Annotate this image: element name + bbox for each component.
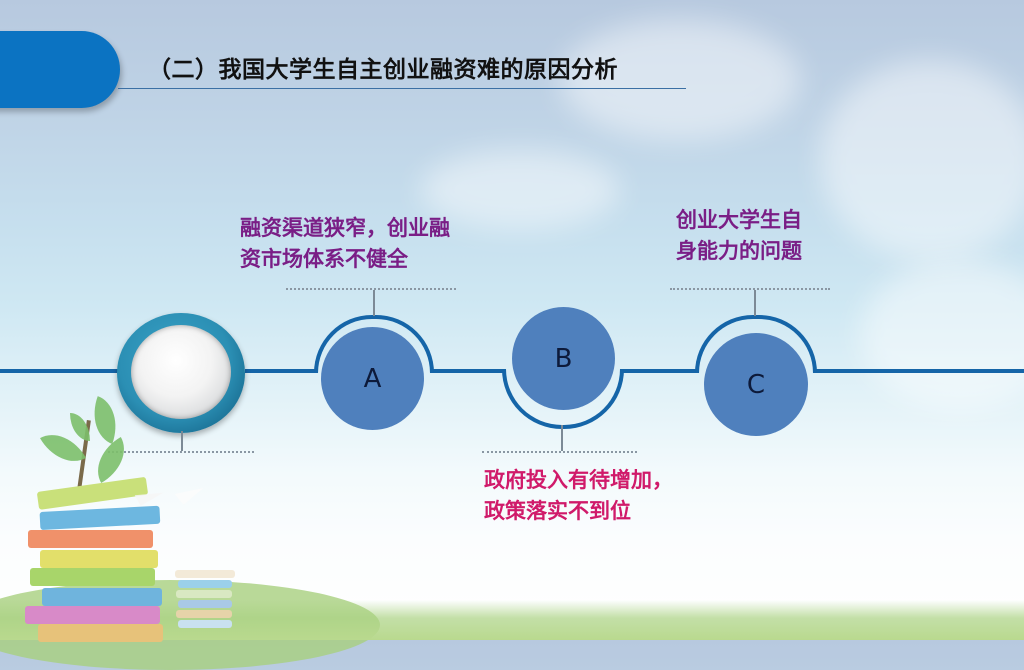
label-c-line1: 创业大学生自 <box>676 208 802 232</box>
timeline-line <box>430 369 504 373</box>
grass-decoration <box>0 600 1024 640</box>
label-c: 创业大学生自 身能力的问题 <box>676 205 802 267</box>
title-underline <box>118 88 686 89</box>
node-a-label: A <box>363 363 382 394</box>
timeline-line <box>245 369 316 373</box>
pearl-button-icon <box>117 313 245 433</box>
connector-pearl <box>181 431 183 451</box>
dotted-rule-a <box>286 288 456 290</box>
label-b-line2: 政策落实不到位 <box>484 499 631 523</box>
paper-plane-icon <box>174 477 204 505</box>
cloud-decoration <box>560 20 800 140</box>
dotted-rule-pearl <box>108 451 254 453</box>
label-c-line2: 身能力的问题 <box>676 239 802 263</box>
slide-title: （二）我国大学生自主创业融资难的原因分析 <box>148 57 618 83</box>
dotted-rule-c <box>670 288 830 290</box>
cloud-decoration <box>420 150 620 230</box>
connector-c <box>754 290 756 316</box>
node-b-label: B <box>554 343 573 374</box>
label-b-line1: 政府投入有待增加， <box>484 468 673 492</box>
connector-b <box>561 425 563 451</box>
node-b: B <box>512 307 615 410</box>
node-c-label: C <box>746 369 766 400</box>
timeline-line <box>623 369 697 373</box>
timeline-line <box>814 369 1024 373</box>
node-c: C <box>704 333 808 436</box>
cloud-decoration <box>820 60 1024 260</box>
dotted-rule-b <box>482 451 637 453</box>
cloud-decoration <box>860 260 1024 410</box>
label-b: 政府投入有待增加， 政策落实不到位 <box>484 465 673 527</box>
pearl-highlight <box>131 325 231 419</box>
title-tab-marker <box>0 31 120 108</box>
timeline-line <box>0 369 120 373</box>
node-a: A <box>321 327 424 430</box>
label-a-line1: 融资渠道狭窄，创业融 <box>240 216 450 240</box>
connector-a <box>373 290 375 316</box>
label-a: 融资渠道狭窄，创业融 资市场体系不健全 <box>240 213 450 275</box>
label-a-line2: 资市场体系不健全 <box>240 247 408 271</box>
